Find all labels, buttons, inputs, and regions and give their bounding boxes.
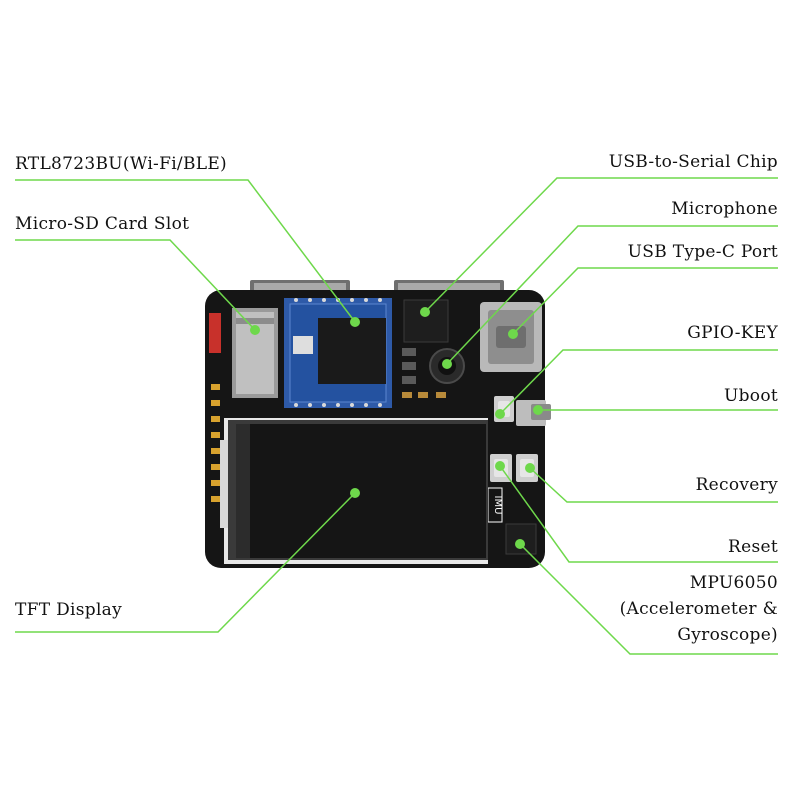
leader-sd-slot bbox=[15, 239, 256, 331]
label-reset: Reset bbox=[728, 537, 778, 557]
dot-recovery bbox=[525, 463, 535, 473]
dot-sd-slot bbox=[250, 325, 260, 335]
leader-lines bbox=[15, 177, 778, 655]
small-components bbox=[402, 348, 446, 398]
micro-sd-slot bbox=[232, 308, 278, 398]
imu-silk-label: IMU bbox=[492, 496, 503, 515]
leader-tft bbox=[15, 492, 356, 633]
label-mpu6050-line2: (Accelerometer & bbox=[619, 599, 778, 619]
leader-rtl8723bu bbox=[15, 179, 356, 323]
leader-gpio-key bbox=[499, 349, 778, 415]
dot-rtl8723bu bbox=[350, 317, 360, 327]
label-recovery: Recovery bbox=[695, 475, 778, 495]
tft-display bbox=[220, 418, 488, 564]
label-uboot: Uboot bbox=[723, 386, 778, 406]
dot-usb-c bbox=[508, 329, 518, 339]
dot-microphone bbox=[442, 359, 452, 369]
leader-microphone bbox=[446, 225, 778, 365]
label-mpu6050-line1: MPU6050 bbox=[689, 573, 778, 593]
dot-mpu6050 bbox=[515, 539, 525, 549]
dot-uboot bbox=[533, 405, 543, 415]
dot-reset bbox=[495, 461, 505, 471]
dot-gpio-key bbox=[495, 409, 505, 419]
dot-usb-serial bbox=[420, 307, 430, 317]
uboot-button bbox=[516, 400, 551, 426]
label-usb-c: USB Type-C Port bbox=[627, 242, 778, 262]
leader-usb-serial bbox=[424, 177, 778, 313]
leader-mpu6050 bbox=[519, 543, 778, 655]
leader-reset bbox=[499, 465, 778, 563]
label-usb-serial: USB-to-Serial Chip bbox=[608, 152, 778, 172]
mpu6050-chip bbox=[505, 523, 537, 555]
red-sticker bbox=[209, 313, 221, 353]
rtl8723bu-module bbox=[284, 298, 392, 408]
leader-usb-c bbox=[512, 267, 778, 335]
leader-recovery bbox=[529, 467, 778, 503]
dot-tft bbox=[350, 488, 360, 498]
gold-pads bbox=[211, 384, 220, 502]
label-sd-slot: Micro-SD Card Slot bbox=[15, 214, 190, 234]
leader-dots bbox=[250, 307, 543, 549]
label-rtl8723bu: RTL8723BU(Wi-Fi/BLE) bbox=[15, 154, 227, 174]
label-gpio-key: GPIO-KEY bbox=[687, 323, 778, 343]
label-tft: TFT Display bbox=[15, 600, 123, 620]
label-microphone: Microphone bbox=[671, 199, 778, 219]
usb-serial-chip bbox=[403, 299, 449, 343]
label-mpu6050-line3: Gyroscope) bbox=[677, 625, 778, 645]
label-mpu6050: MPU6050 (Accelerometer & Gyroscope) bbox=[620, 570, 778, 648]
